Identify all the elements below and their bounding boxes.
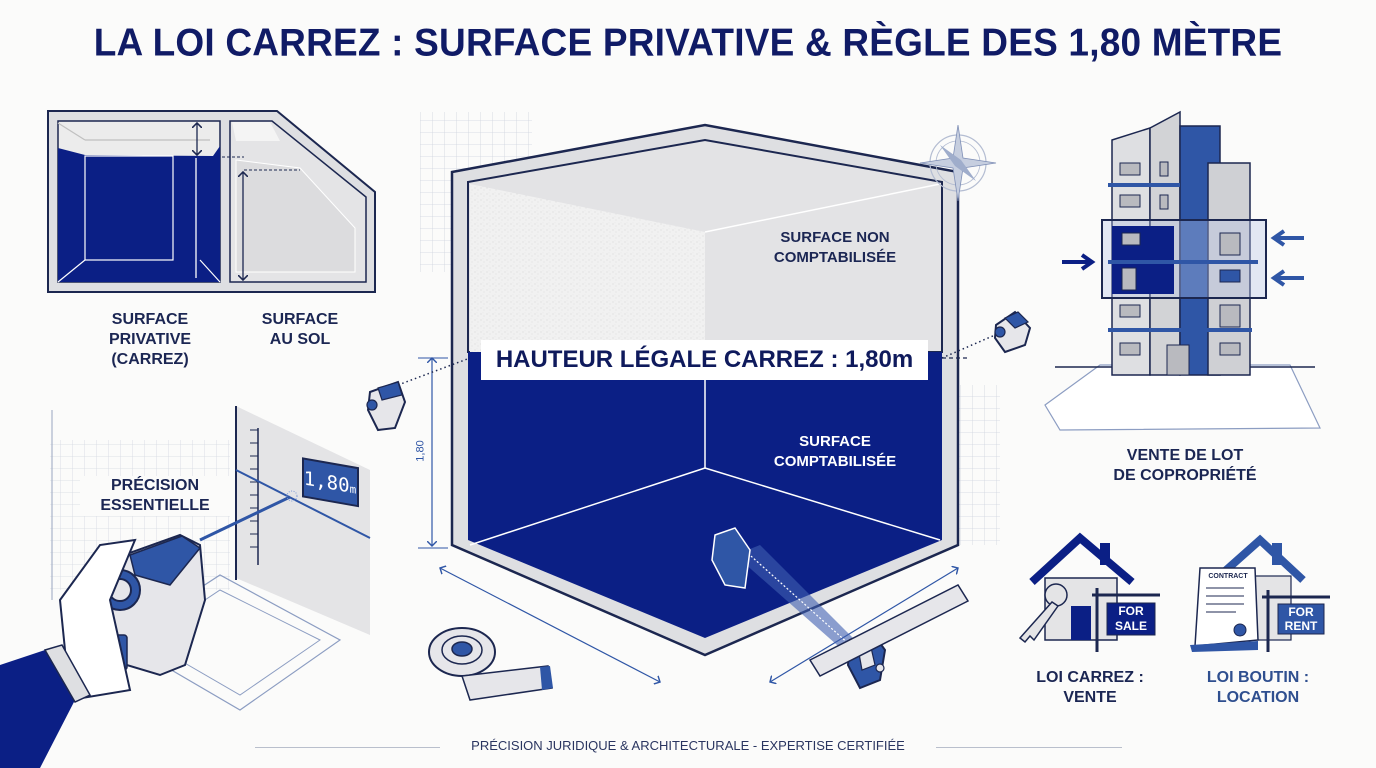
height-dimension-label: 1,80	[414, 440, 427, 462]
loi-carrez-vente-label: LOI CARREZ : VENTE	[1036, 669, 1144, 706]
apartment-building-icon	[1044, 110, 1321, 431]
loi-boutin-location-label: LOI BOUTIN : LOCATION	[1206, 669, 1310, 706]
room-cross-section-diagram	[397, 112, 1000, 682]
surface-au-sol-label: SURFACE AU SOL	[261, 311, 339, 348]
footer-tagline: PRÉCISION JURIDIQUE & ARCHITECTURALE - E…	[471, 738, 905, 753]
footer-divider-left	[255, 747, 440, 748]
for-rent-sign: FOR RENT	[1284, 605, 1318, 633]
footer-divider-right	[936, 747, 1122, 748]
surface-comparison-diagram	[47, 110, 376, 293]
contract-icon	[1190, 567, 1259, 652]
laser-meter-icon	[366, 380, 407, 432]
vente-lot-label: VENTE DE LOT DE COPROPRIÉTÉ	[1113, 447, 1257, 484]
laser-meter-icon	[993, 310, 1032, 354]
for-sale-sign-icon	[1092, 588, 1160, 652]
page-title: LA LOI CARREZ : SURFACE PRIVATIVE & RÈGL…	[93, 20, 1283, 64]
precision-measure-illustration	[0, 406, 371, 768]
surface-comptabilisee-label: SURFACE COMPTABILISÉE	[773, 433, 897, 470]
tape-measure-icon	[428, 627, 553, 701]
ruler-icon	[808, 584, 970, 677]
key-icon	[1018, 583, 1068, 644]
surface-non-comptabilisee-label: SURFACE NON COMPTABILISÉE	[773, 229, 897, 266]
surface-privative-label: SURFACE PRIVATIVE (CARREZ)	[108, 311, 192, 368]
contract-title: CONTRACT	[1208, 573, 1248, 580]
compass-rose-icon	[919, 124, 997, 202]
for-sale-sign: FOR SALE	[1114, 604, 1147, 633]
precision-label: PRÉCISION ESSENTIELLE	[80, 476, 230, 516]
for-rent-sign-icon	[1262, 590, 1330, 652]
legal-height-banner: HAUTEUR LÉGALE CARREZ : 1,80m	[481, 340, 928, 380]
